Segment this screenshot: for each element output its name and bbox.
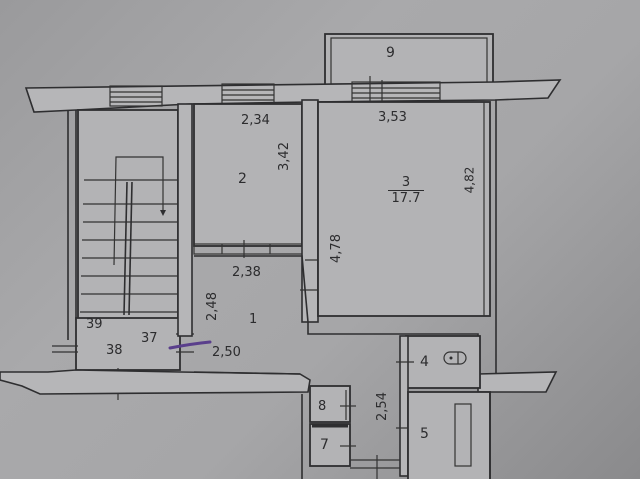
balcony-room-9 [324,33,494,87]
window-stairwell [109,85,163,107]
exterior-wall-bottom-left [0,369,311,395]
room-5-kitchen [407,391,491,479]
dim-2-38-label: 2,38 [232,265,261,280]
exterior-wall-top [24,76,562,113]
room-5-label: 5 [420,426,429,442]
stair-steps [80,156,178,316]
dim-4-78-label: 4,78 [328,234,344,263]
sink-icon [443,351,467,365]
room-3-area: 17.7 [391,191,421,206]
room-8 [309,385,356,423]
pen-mark [168,340,212,350]
room-4-label: 4 [420,354,429,370]
dim-3-42-label: 3,42 [276,142,292,171]
room-3-label: 3 17.7 [388,176,424,205]
dim-3-53-label: 3,53 [378,110,407,125]
stair-38-label: 38 [106,343,123,358]
room-1-label: 1 [249,312,258,327]
fraction-line [388,190,424,191]
room-3 [317,100,497,378]
stair-37-label: 37 [141,331,158,346]
room-2 [193,103,305,258]
stair-arrow-icon [160,210,166,216]
stair-landing [75,317,181,371]
dim-2-48-label: 2,48 [204,292,220,321]
dim-2-50-label: 2,50 [212,345,241,360]
room-3-number: 3 [401,175,411,190]
dim-2-54-label: 2,54 [374,392,390,421]
wall-corridor [399,335,409,477]
room-4-bathroom [405,335,481,389]
room-7-label: 7 [320,437,329,453]
wall-stair-flat [177,103,193,337]
stove-icon [454,403,472,467]
room-8-label: 8 [318,399,327,414]
stairwell [52,109,194,400]
room-2-label: 2 [238,171,247,187]
exterior-wall-bottom-right [477,371,558,393]
dim-4-82-label: 4,82 [462,166,477,194]
room-9-label: 9 [386,45,395,61]
stair-39-label: 39 [86,317,103,332]
dim-2-34-label: 2,34 [241,113,270,128]
room-7 [309,423,400,479]
